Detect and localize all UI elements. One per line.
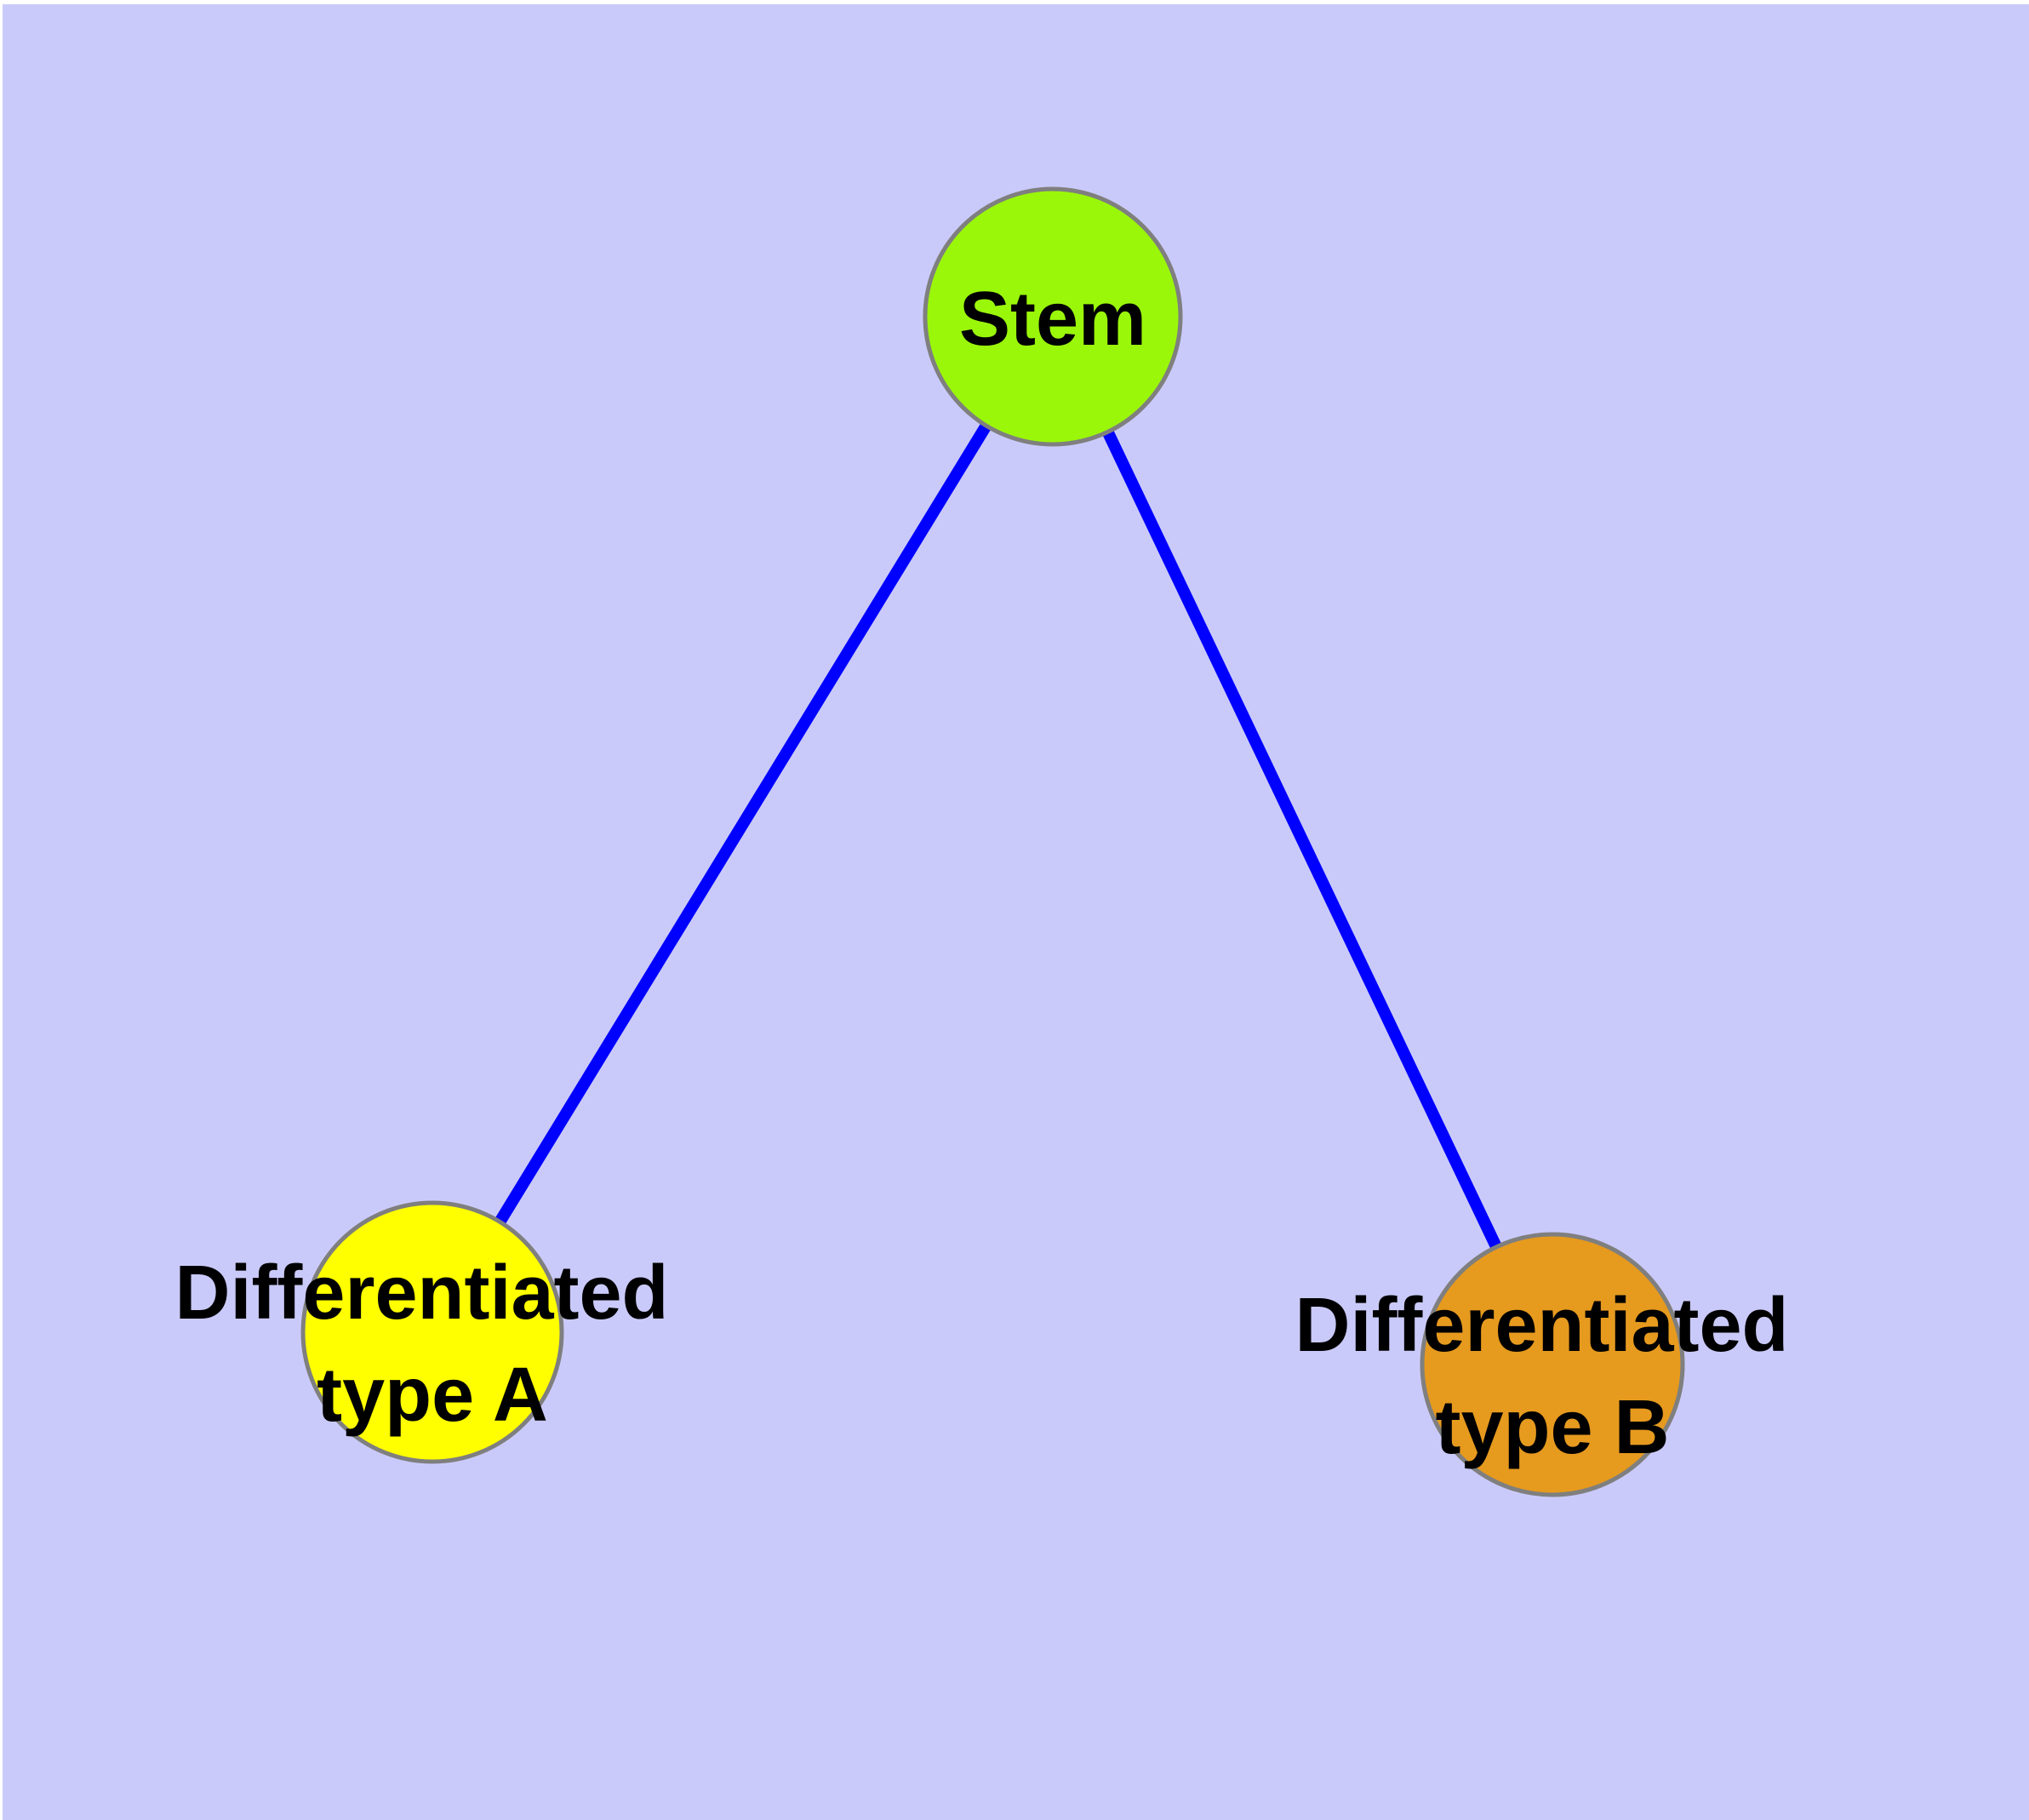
node-differentiated-type-b: Differentiated type B xyxy=(1295,1232,1809,1497)
node-type-b-label: Differentiated type B xyxy=(1295,1283,1809,1470)
node-type-a-label-line2: type A xyxy=(317,1353,548,1438)
node-stem-circle xyxy=(923,186,1183,447)
edge-layer xyxy=(427,313,1558,1368)
node-stem-label: Stem xyxy=(959,277,1146,362)
node-type-a-circle xyxy=(300,1200,564,1464)
node-type-a-label-line1: Differentiated xyxy=(174,1251,668,1336)
edge-stem-to-type-a xyxy=(427,313,1058,1336)
node-differentiated-type-a: Differentiated type A xyxy=(174,1200,689,1464)
node-type-b-circle xyxy=(1420,1232,1685,1497)
node-type-a-label: Differentiated type A xyxy=(174,1251,689,1438)
node-stem: Stem xyxy=(923,186,1183,447)
node-layer: Stem Differentiated type A Differentiate… xyxy=(174,186,1809,1497)
node-type-b-label-line2: type B xyxy=(1435,1385,1669,1470)
edge-stem-to-type-b xyxy=(1047,313,1558,1368)
node-type-b-label-line1: Differentiated xyxy=(1295,1283,1788,1368)
